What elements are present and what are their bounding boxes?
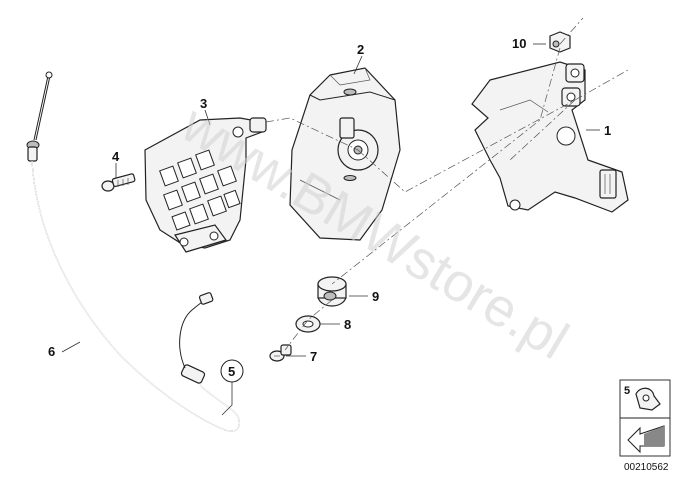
diagram-number: 00210562 [624,462,669,473]
callout-10: 10 [512,36,526,51]
part-8-washer[interactable] [295,315,321,333]
part-10-nut[interactable] [549,31,571,53]
callout-5-circle [220,359,244,383]
part-1-mount-bracket[interactable] [471,61,629,213]
callout-2: 2 [357,42,364,57]
part-9-grommet[interactable] [317,276,347,307]
callout-4: 4 [112,149,120,164]
part-4-screw[interactable] [101,173,136,192]
callout-6: 6 [48,344,55,359]
part-2-housing[interactable] [289,67,401,241]
callout-8: 8 [344,317,351,332]
callout-5: 5 [228,364,235,379]
bracket-grille-openings [159,149,241,231]
callout-3: 3 [200,96,207,111]
part-7-screw[interactable] [269,344,292,362]
part-6-cable[interactable] [26,71,240,432]
reference-box-label: 5 [624,385,630,397]
clip-icon [635,387,661,411]
assembly-lines [265,17,629,351]
callout-9: 9 [372,289,379,304]
arrow-icon [627,425,665,454]
leader-lines [61,43,600,416]
reference-box: 5 [619,379,671,457]
callout-1: 1 [604,123,611,138]
callout-labels: 1 2 3 4 5 6 7 8 9 10 [48,36,611,383]
callout-7: 7 [310,349,317,364]
part-3-bracket[interactable] [144,117,267,253]
